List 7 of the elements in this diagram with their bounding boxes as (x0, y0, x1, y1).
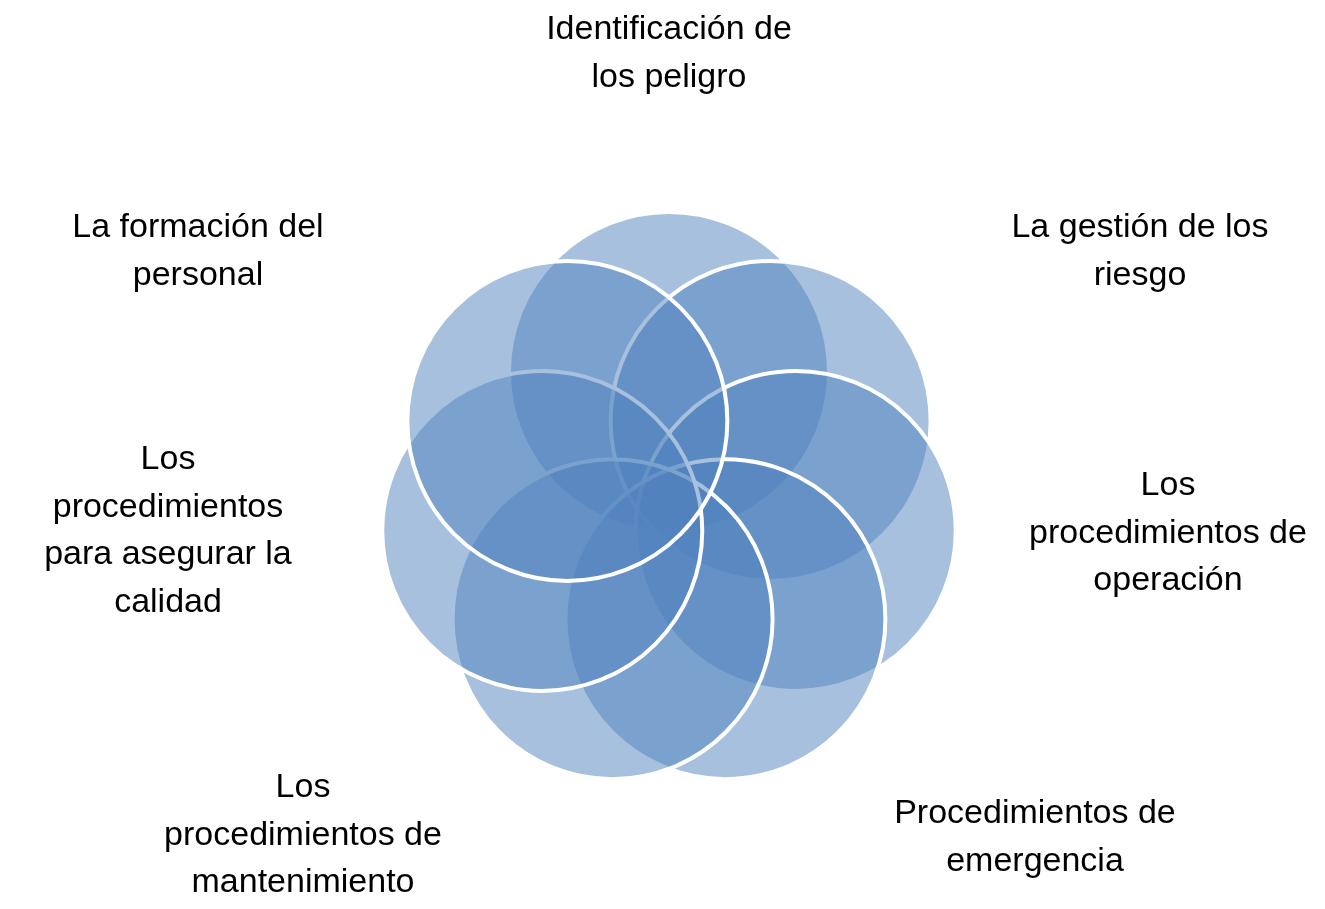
segment-label: Los procedimientos para asegurar la calidad (27, 434, 309, 625)
segment-label: Identificación de los peligro (528, 4, 810, 100)
segment-label: Procedimientos de emergencia (835, 788, 1235, 884)
segment-label: Los procedimientos de mantenimiento (159, 762, 447, 905)
segment-label: Los procedimientos de operación (1027, 460, 1309, 603)
segment-label: La formación del personal (23, 202, 373, 298)
segment-label: La gestión de los riesgo (965, 202, 1315, 298)
